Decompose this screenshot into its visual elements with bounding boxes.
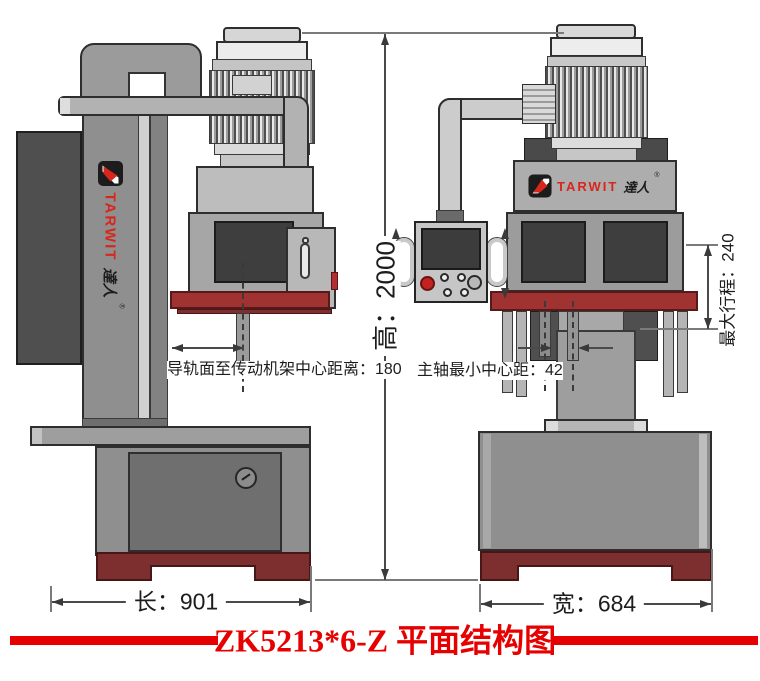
length-dim-label: 长：901 xyxy=(125,589,227,615)
right-brand-logo: TARWIT 達人 ® xyxy=(528,172,668,200)
tarwit-logo-icon xyxy=(528,174,552,198)
right-motor-junction-box xyxy=(522,84,556,124)
left-head-upper xyxy=(196,166,314,216)
dim-arrow-icon xyxy=(704,245,712,256)
left-cross-beam xyxy=(58,96,292,116)
dim-arrow-icon xyxy=(578,344,589,352)
rail-dim-line xyxy=(172,347,244,349)
right-base-edge-right xyxy=(699,434,707,548)
left-column-front xyxy=(150,110,168,425)
width-extension-right xyxy=(711,549,713,612)
right-base-feet-notch xyxy=(517,565,673,581)
spindle-dim-line-right xyxy=(589,347,613,349)
left-motor-band-top xyxy=(216,41,308,61)
length-extension-left xyxy=(50,586,52,612)
handle-arrow-icon xyxy=(501,288,509,299)
pendant-button[interactable] xyxy=(460,288,469,297)
dim-arrow-icon xyxy=(172,344,183,352)
left-base-plate xyxy=(30,426,311,446)
left-motor-junction xyxy=(232,75,272,95)
tarwit-logo-icon xyxy=(98,161,124,187)
left-worktable-lip xyxy=(177,309,332,314)
left-beam-cap xyxy=(60,98,70,114)
left-back-panel xyxy=(16,131,82,365)
left-spindle-centerline xyxy=(242,262,244,392)
left-worktable xyxy=(170,291,330,309)
stroke-dim-label: 最大行程：240 xyxy=(718,233,739,347)
title-bar-right xyxy=(552,636,758,645)
left-base-feet-notch xyxy=(150,565,256,581)
pendant-dial-button[interactable] xyxy=(467,275,482,290)
right-gearbox-window-right xyxy=(603,221,668,283)
rail-dim-label: 导轨面至传动机架中心距离：180 xyxy=(167,361,402,379)
left-cabinet-door xyxy=(128,452,282,552)
handle-arrow-icon xyxy=(392,228,400,239)
diagram-title: ZK5213*6-Z 平面结构图 xyxy=(213,622,557,659)
length-extension-right xyxy=(310,566,312,612)
right-rod-4 xyxy=(677,311,688,393)
left-guide-rail xyxy=(138,110,150,425)
pendant-screen xyxy=(421,228,481,270)
brand-reg-mark: ® xyxy=(117,303,125,309)
height-extension-top xyxy=(302,32,564,34)
pendant-button[interactable] xyxy=(440,273,449,282)
right-pedestal-foot-cap-left xyxy=(546,421,558,431)
spindle-dim-line-left xyxy=(518,347,542,349)
dim-arrow-icon xyxy=(299,598,310,606)
brand-suffix: 達人 xyxy=(101,267,118,298)
right-motor-fins xyxy=(545,66,648,138)
dim-arrow-icon xyxy=(704,318,712,329)
stroke-extension-top xyxy=(686,244,718,246)
dim-arrow-icon xyxy=(381,569,389,580)
right-worktable xyxy=(490,291,698,311)
left-brand-logo: TARWIT 達人 ® xyxy=(97,161,125,346)
stroke-dim-line xyxy=(707,245,709,329)
left-base-plate-step xyxy=(32,428,42,444)
right-gearbox-window-left xyxy=(521,221,586,283)
dim-arrow-icon xyxy=(233,344,244,352)
right-rod-2 xyxy=(516,311,527,397)
brand-name: TARWIT xyxy=(557,178,619,194)
right-pedestal-foot-cap-right xyxy=(634,421,646,431)
brand-name: TARWIT xyxy=(102,192,119,262)
right-rod-1 xyxy=(502,311,513,393)
right-rod-3 xyxy=(663,311,674,397)
stroke-extension-bottom xyxy=(640,328,718,330)
dim-arrow-icon xyxy=(541,344,552,352)
pendant-arm-vertical xyxy=(438,98,462,212)
spindle-dim-label: 主轴最小中心距：42 xyxy=(417,362,563,380)
height-dim-label: 高：2000 xyxy=(370,241,401,351)
left-side-box-slot xyxy=(300,243,310,279)
width-extension-left xyxy=(479,584,481,612)
right-base-edge-left xyxy=(483,434,491,548)
left-side-box-slot-cap xyxy=(302,237,309,244)
width-dim-label: 宽：684 xyxy=(543,591,645,617)
right-spindle-centerline-b xyxy=(572,301,574,391)
dim-arrow-icon xyxy=(381,34,389,45)
height-extension-bottom xyxy=(315,579,478,581)
brand-suffix: 達人 xyxy=(623,179,650,195)
dim-arrow-icon xyxy=(481,600,492,608)
handle-arrow-icon xyxy=(501,228,509,239)
pendant-button[interactable] xyxy=(443,288,452,297)
left-red-knob xyxy=(331,272,338,290)
brand-reg-mark: ® xyxy=(654,172,660,179)
dim-arrow-icon xyxy=(700,600,711,608)
pendant-handle-right xyxy=(486,237,508,287)
pendant-button[interactable] xyxy=(457,273,466,282)
pendant-emergency-button[interactable] xyxy=(420,276,435,291)
right-base xyxy=(478,431,712,551)
height-dim-line-upper xyxy=(384,34,386,236)
right-motor-band-top xyxy=(550,37,643,57)
dim-arrow-icon xyxy=(52,598,63,606)
height-dim-line-lower xyxy=(384,356,386,580)
title-bar-left xyxy=(10,636,218,645)
left-gearbox-window xyxy=(214,221,294,283)
